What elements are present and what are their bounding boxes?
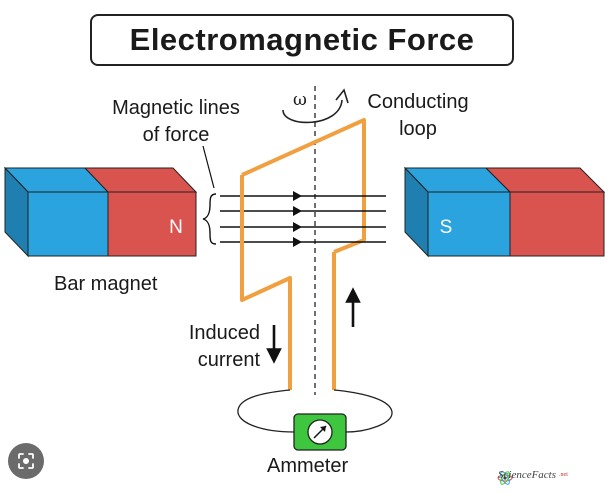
conducting-loop-back: [241, 118, 366, 254]
north-pole-label: N: [169, 217, 183, 238]
conducting-loop-front: [240, 175, 292, 390]
field-lines-label: Magnetic lines of force: [86, 95, 266, 149]
right-magnet-front-red: [509, 191, 605, 257]
induced-current-label-line1: Induced: [188, 322, 260, 344]
rotation-arrowhead: [335, 88, 349, 104]
field-lines-label-line1: Magnetic lines: [112, 97, 240, 119]
field-arrow-4: [293, 237, 302, 247]
brand-watermark: ScienceFacts.net: [498, 469, 568, 481]
field-lines-pointer: [202, 145, 215, 189]
brand-name: ScienceFacts: [498, 469, 557, 481]
field-arrow-3: [293, 222, 302, 232]
right-magnet-front-blue: [427, 191, 511, 257]
south-pole-label: S: [440, 217, 453, 238]
image-search-icon: [18, 453, 34, 469]
bar-magnet-label: Bar magnet: [54, 273, 158, 295]
left-bar-magnet: N: [3, 166, 198, 258]
ammeter: [293, 413, 347, 451]
field-arrow-2: [293, 206, 302, 216]
omega-label: ω: [293, 90, 307, 110]
conducting-loop-label: Conducting loop: [348, 89, 488, 143]
diagram-title: Electromagnetic Force: [90, 14, 514, 66]
ammeter-wire-left: [237, 389, 295, 433]
induced-current-label: Induced current: [172, 320, 260, 374]
atom-icon: [497, 471, 513, 485]
image-search-button[interactable]: [8, 443, 44, 479]
induced-current-label-line2: current: [197, 349, 260, 371]
left-magnet-front-red: [107, 191, 197, 257]
conducting-loop-label-line2: loop: [399, 118, 437, 140]
right-bar-magnet: S: [403, 166, 606, 258]
rotation-arrow: [282, 99, 343, 124]
ammeter-wire-right: [333, 389, 393, 433]
field-lines-label-line2: of force: [142, 124, 210, 146]
left-magnet-front-blue: [27, 191, 109, 257]
field-arrow-1: [293, 191, 302, 201]
ammeter-label: Ammeter: [267, 455, 349, 477]
magnetic-field-lines: [220, 191, 386, 247]
brand-tld: .net: [559, 472, 568, 478]
conducting-loop-label-line1: Conducting: [367, 91, 469, 113]
field-lines-brace: [202, 193, 217, 245]
gauge-needle-tip: [320, 426, 326, 432]
